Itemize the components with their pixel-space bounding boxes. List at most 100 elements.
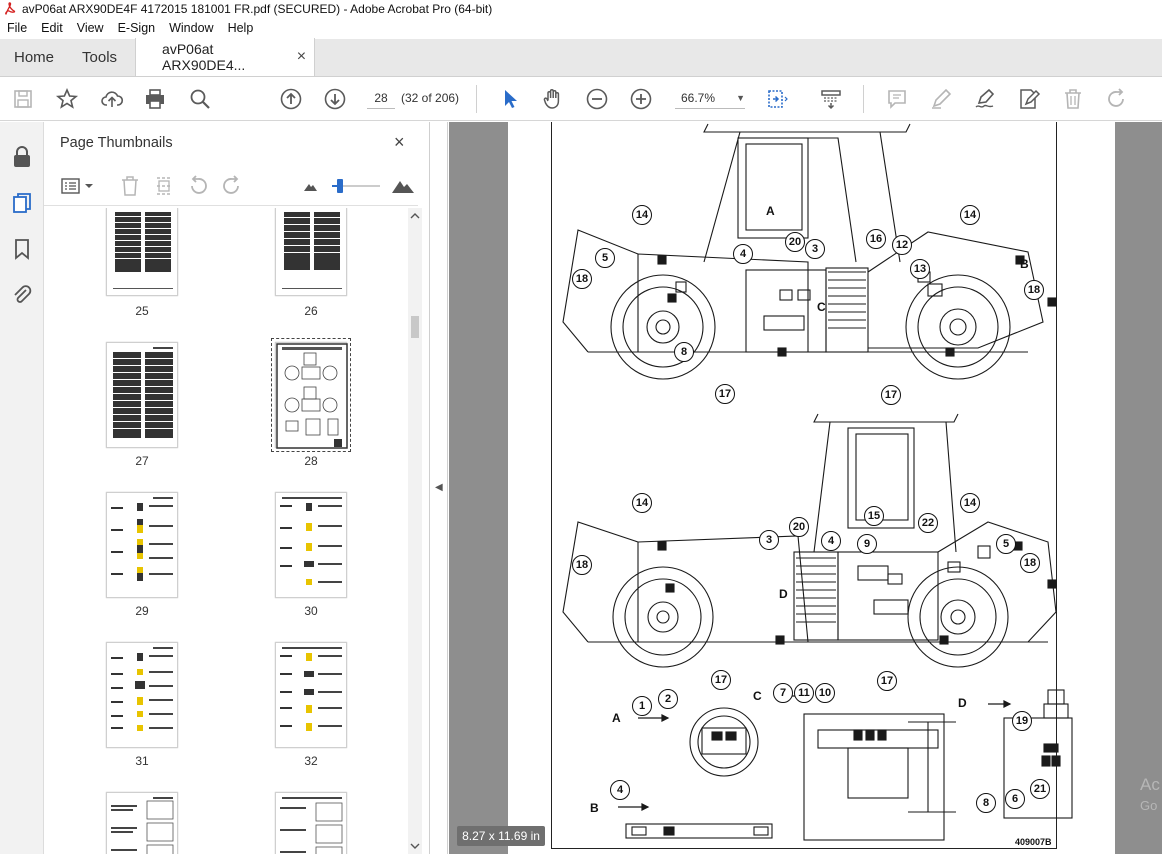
thumbnail-preview — [276, 343, 348, 449]
zoom-level-select[interactable]: 66.7% ▼ — [675, 87, 745, 109]
previous-page-icon[interactable] — [278, 86, 304, 112]
scroll-up-arrow-icon[interactable] — [408, 210, 422, 222]
scroll-mode-icon[interactable] — [818, 86, 844, 112]
detail-d-number: 21 — [1030, 779, 1050, 799]
menu-edit[interactable]: Edit — [41, 21, 63, 35]
fit-page-icon[interactable] — [764, 86, 790, 112]
thumbnail-page-number: 32 — [304, 754, 318, 768]
thumbnail-page-31[interactable] — [106, 642, 178, 748]
thumbnail-page-number: 28 — [304, 454, 318, 468]
hand-tool-icon[interactable] — [540, 86, 566, 112]
thumbnail-page-26[interactable] — [275, 208, 347, 296]
detail-d-number: 8 — [976, 793, 996, 813]
lock-icon[interactable] — [9, 144, 35, 170]
thumbnail-page-27[interactable] — [106, 342, 178, 448]
thumbnail-page-30[interactable] — [275, 492, 347, 598]
detail-d-number: 6 — [1005, 789, 1025, 809]
extract-pages-icon[interactable] — [152, 174, 176, 198]
collapse-panel-arrow-icon[interactable]: ◀ — [435, 482, 443, 493]
delete-page-icon[interactable] — [118, 174, 142, 198]
next-page-icon[interactable] — [322, 86, 348, 112]
callout-number: 9 — [857, 534, 877, 554]
detail-b-letter: B — [590, 801, 599, 815]
redo-icon[interactable] — [1104, 86, 1130, 112]
drawing-frame — [551, 122, 1057, 849]
figure-reference: 409007B — [1015, 837, 1052, 847]
tab-document[interactable]: avP06at ARX90DE4... × — [135, 38, 316, 76]
callout-number: 13 — [910, 259, 930, 279]
thumbnail-preview — [111, 647, 173, 731]
save-icon[interactable] — [10, 86, 36, 112]
upload-cloud-icon[interactable] — [99, 86, 125, 112]
close-tab-icon[interactable]: × — [296, 48, 307, 65]
thumbnail-page-28[interactable] — [271, 338, 351, 452]
thumbnail-page-29[interactable] — [106, 492, 178, 598]
thumbnail-smaller-icon[interactable] — [298, 174, 322, 198]
page-thumbnails-panel: Page Thumbnails × 25 26 — [44, 122, 430, 854]
search-zoom-icon[interactable] — [187, 86, 213, 112]
document-view[interactable] — [449, 122, 1162, 854]
bookmarks-icon[interactable] — [9, 236, 35, 262]
callout-number: 14 — [632, 493, 652, 513]
detail-a-number: 2 — [658, 689, 678, 709]
attachments-paperclip-icon[interactable] — [9, 282, 35, 308]
callout-letter: B — [1020, 257, 1029, 271]
detail-d-number: 19 — [1012, 711, 1032, 731]
callout-number: 3 — [805, 239, 825, 259]
thumbnail-size-slider[interactable] — [332, 174, 382, 198]
thumbnail-page-25[interactable] — [106, 208, 178, 296]
thumbnail-preview — [280, 797, 343, 854]
callout-number: 20 — [785, 232, 805, 252]
thumbnail-toolbar — [44, 166, 418, 206]
panel-splitter[interactable]: ◀ — [430, 122, 448, 854]
sign-pen-icon[interactable] — [972, 86, 998, 112]
menu-window[interactable]: Window — [169, 21, 214, 35]
comment-icon[interactable] — [884, 86, 910, 112]
tab-home[interactable]: Home — [14, 49, 55, 66]
thumbnail-page-number: 31 — [135, 754, 149, 768]
thumbnail-preview — [113, 347, 173, 438]
thumbnail-page-32[interactable] — [275, 642, 347, 748]
zoom-in-icon[interactable] — [628, 86, 654, 112]
bookmark-star-icon[interactable] — [54, 86, 80, 112]
scroll-down-arrow-icon[interactable] — [408, 840, 422, 852]
thumbnail-preview — [111, 497, 173, 581]
page-number-input[interactable]: 28 — [367, 87, 395, 109]
thumbnail-larger-icon[interactable] — [390, 174, 416, 198]
pdf-page — [508, 122, 1115, 854]
callout-letter: C — [817, 300, 826, 314]
menu-view[interactable]: View — [76, 21, 104, 35]
callout-number: 18 — [572, 555, 592, 575]
callout-number: 14 — [960, 493, 980, 513]
tab-tools[interactable]: Tools — [82, 49, 118, 66]
select-cursor-icon[interactable] — [497, 86, 523, 112]
scrollbar-thumb[interactable] — [411, 316, 419, 338]
page-count-label: (32 of 206) — [401, 91, 460, 105]
page-thumbnails-icon[interactable] — [9, 190, 35, 216]
activate-watermark-subtext: Go — [1140, 798, 1158, 813]
thumbnail-page-34[interactable] — [275, 792, 347, 854]
rotate-left-icon[interactable] — [186, 174, 210, 198]
menu-esign[interactable]: E-Sign — [117, 21, 156, 35]
edit-pdf-icon[interactable] — [1016, 86, 1042, 112]
callout-number: 18 — [572, 269, 592, 289]
print-icon[interactable] — [142, 86, 168, 112]
thumbnail-page-number: 25 — [135, 304, 149, 318]
menu-file[interactable]: File — [7, 21, 28, 35]
thumbnail-preview — [280, 647, 342, 731]
menu-help[interactable]: Help — [227, 21, 254, 35]
thumbnail-preview — [282, 212, 342, 289]
close-panel-icon[interactable]: × — [394, 132, 405, 152]
menu-bar: File Edit View E-Sign Window Help — [0, 17, 1162, 39]
zoom-out-icon[interactable] — [584, 86, 610, 112]
thumbnail-scrollbar[interactable] — [408, 208, 422, 854]
thumbnail-preview — [280, 497, 342, 585]
thumbnail-options-menu-icon[interactable] — [60, 174, 96, 198]
technical-drawing — [562, 123, 1073, 841]
rotate-right-icon[interactable] — [220, 174, 244, 198]
thumbnail-page-33[interactable] — [106, 792, 178, 854]
thumbnail-preview — [111, 797, 174, 854]
delete-trash-icon[interactable] — [1060, 86, 1086, 112]
highlight-pen-icon[interactable] — [928, 86, 954, 112]
detail-c-number: 11 — [794, 683, 814, 703]
